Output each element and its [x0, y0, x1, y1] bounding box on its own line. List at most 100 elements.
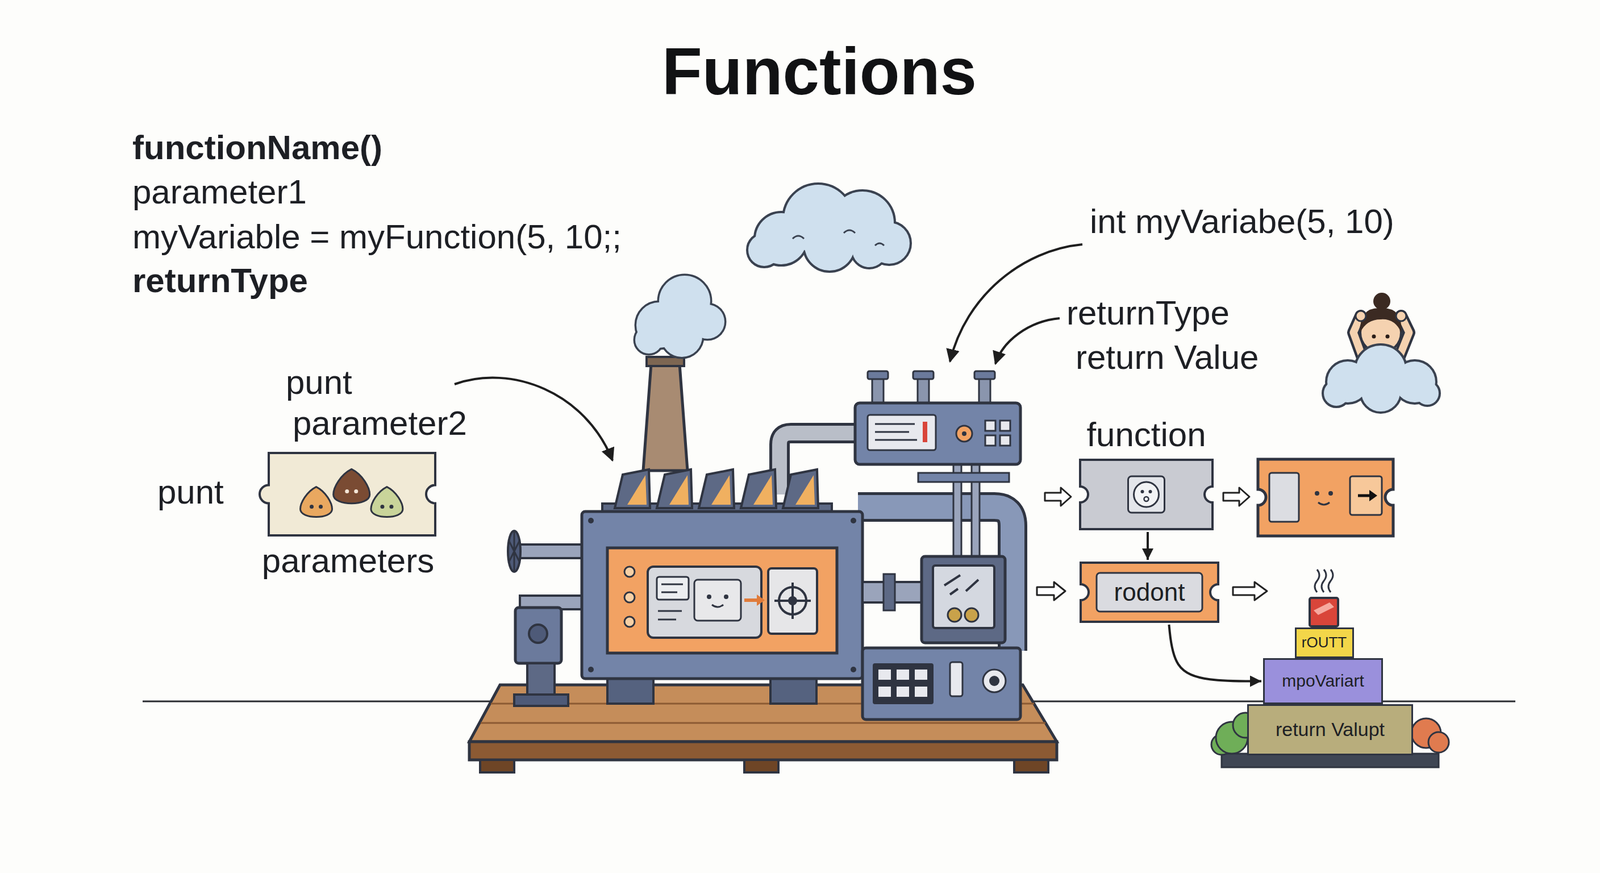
panel-light: [624, 592, 635, 603]
card-arrow-box: [1350, 476, 1382, 515]
machine-foot: [770, 676, 817, 704]
face-mouth: [711, 604, 724, 607]
blob-eye: [380, 504, 385, 509]
control-button: [1000, 435, 1011, 446]
variable-block: mpoVariart: [1263, 657, 1383, 704]
kid-eye: [1385, 334, 1390, 339]
result-ticket: rodont: [1079, 561, 1220, 623]
blob-eye: [318, 504, 323, 509]
card-mouth: [1318, 502, 1330, 505]
node-text-group: function: [1076, 414, 1216, 454]
puzzle-outline: [259, 452, 436, 536]
keypad: [872, 663, 934, 704]
fin: [698, 469, 735, 508]
key: [914, 686, 928, 697]
gauge-needles: [944, 575, 979, 595]
fin: [656, 469, 693, 508]
kid-hair: [1360, 307, 1402, 333]
fin: [740, 469, 777, 508]
coin: [947, 607, 962, 622]
return-type-callout: returnType: [1066, 293, 1230, 333]
screen-card: [656, 576, 689, 600]
control-button: [1000, 420, 1011, 431]
switch: [950, 661, 963, 697]
connector-arrow: [1168, 624, 1262, 682]
kid-eye: [1372, 334, 1377, 339]
crank-stand: [527, 663, 555, 697]
smoke-outline: [635, 275, 725, 357]
rod-plate: [918, 472, 1010, 482]
fin: [782, 469, 819, 508]
machine-body: [581, 511, 863, 679]
control-cabinet: [862, 647, 1021, 720]
hot-cup: [1309, 597, 1339, 627]
bolt: [588, 517, 594, 524]
piston-cap: [974, 371, 995, 379]
bolt: [588, 666, 594, 673]
function-icon-face: [1134, 481, 1160, 507]
panel-light: [624, 616, 635, 627]
platform-leg: [480, 759, 515, 773]
key: [896, 669, 910, 680]
kid-hand: [1396, 310, 1407, 322]
screen-face: [694, 579, 741, 621]
card-eye: [1328, 490, 1333, 496]
screen-lines: [657, 584, 683, 620]
control-lamp-dot: [961, 431, 967, 436]
parameter-callout: parameter2: [292, 403, 468, 443]
code-parameter: parameter1: [132, 172, 307, 212]
return-value-callout: return Value: [1075, 337, 1259, 377]
control-lamp: [956, 425, 973, 442]
code-function-name: functionName(): [132, 127, 383, 168]
stack-base-plate: [1221, 753, 1439, 768]
chimney: [643, 363, 688, 471]
cloud-outline: [1323, 345, 1439, 412]
kid-hair-bun: [1373, 292, 1391, 310]
pipe: [857, 506, 1013, 651]
panel-light: [624, 566, 635, 577]
node-label: parameters: [261, 540, 435, 581]
result-ticket-window: [1096, 572, 1203, 612]
screen-arrow-head: [756, 594, 765, 606]
piston: [917, 377, 929, 404]
parameters-block: parameters: [250, 451, 447, 581]
control-box: [855, 402, 1021, 465]
diagram-title: Functions: [661, 34, 977, 110]
bush: [1428, 731, 1449, 753]
crank-wheel: [507, 530, 521, 572]
crank-spokes: [508, 530, 520, 572]
parameter-blob: [333, 468, 370, 503]
node-label: return Valupt: [1275, 718, 1385, 741]
face-eye: [706, 594, 712, 599]
smoke: [635, 275, 725, 357]
code-assignment: myVariable = myFunction(5, 10;;: [132, 217, 622, 257]
blob-eye: [309, 504, 314, 509]
control-button: [985, 420, 996, 431]
flow-arrow: [1223, 487, 1250, 506]
shaft-bracket: [883, 573, 895, 611]
face-eye: [1148, 489, 1153, 494]
pipe-outline: [857, 506, 1013, 651]
key: [914, 669, 928, 680]
fin-accent: [795, 475, 815, 505]
piston: [872, 377, 884, 404]
cloud: [1323, 345, 1439, 412]
stack-layer: [1264, 659, 1383, 704]
flow-arrow: [1044, 487, 1072, 506]
fin-accent: [669, 475, 689, 505]
leader-arrow: [995, 318, 1060, 364]
cloud-outline: [748, 184, 910, 271]
piston-cap: [867, 371, 889, 379]
leader-arrow: [950, 244, 1083, 362]
bolt: [850, 666, 857, 673]
node-text-group: mpoVariart: [1263, 657, 1383, 704]
gear-window: [768, 568, 818, 634]
result-ticket-outline: [1080, 562, 1219, 622]
cloud: [748, 184, 910, 271]
key: [896, 686, 910, 697]
parameter-blob: [300, 486, 333, 518]
input-callout: punt: [157, 472, 224, 512]
fin-accent: [627, 475, 647, 505]
